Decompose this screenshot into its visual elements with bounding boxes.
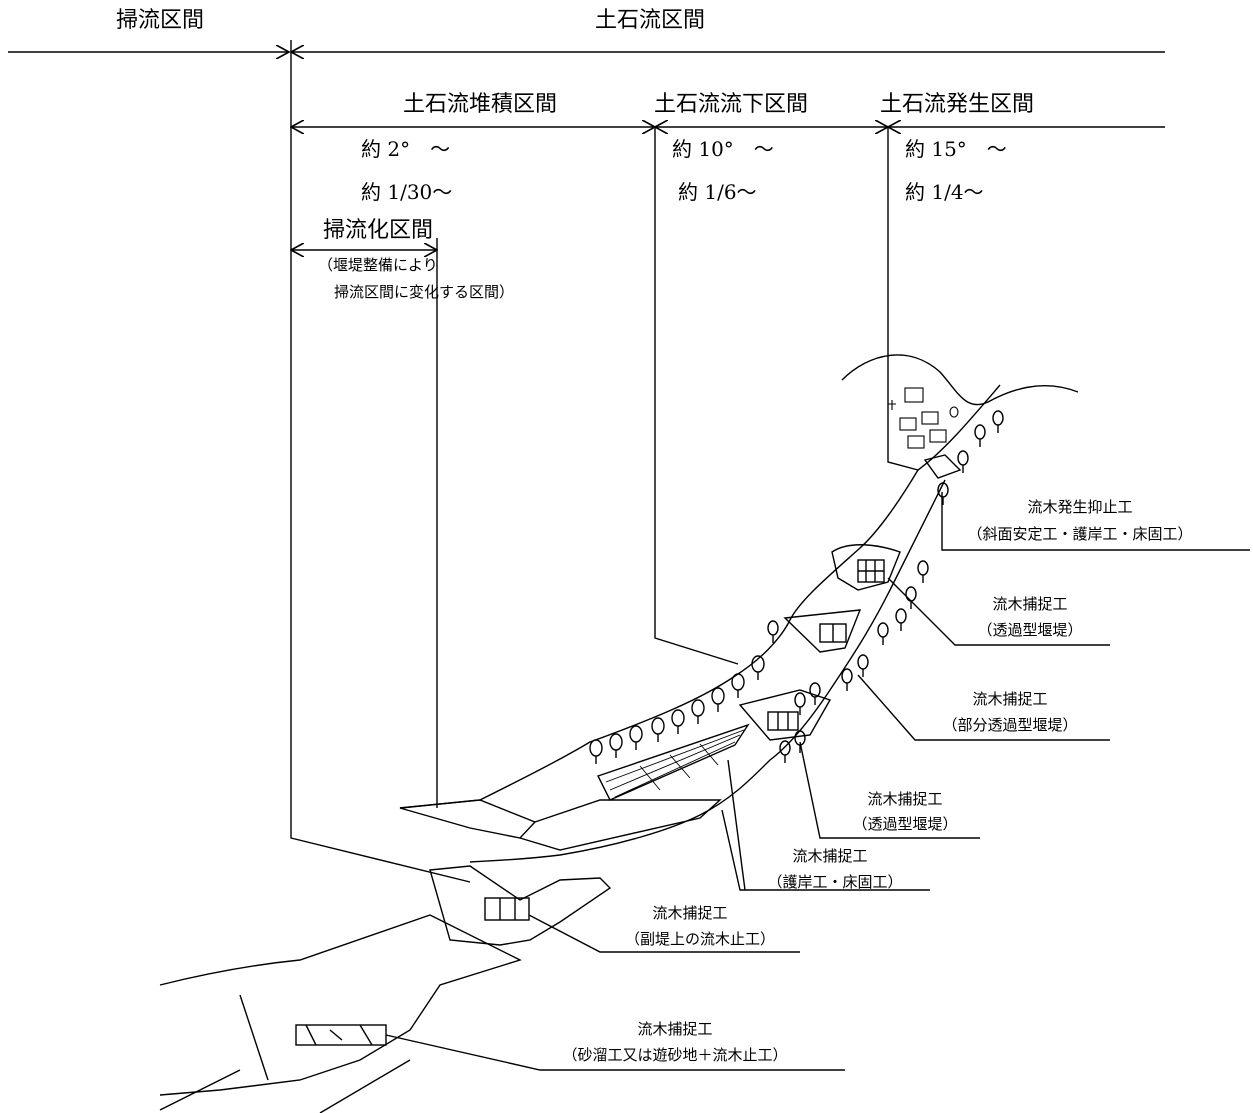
callout-5-title: 流木捕捉工 (792, 847, 868, 865)
trees (589, 410, 1004, 764)
sweep-zone-label: 掃流区間 (115, 8, 204, 33)
deposit-slope-deg: 約 2° ～ (361, 137, 451, 161)
forest-cluster (888, 387, 959, 449)
transport-zone-label: 土石流流下区間 (653, 92, 808, 117)
callout-leader-5 (721, 809, 930, 891)
transport-slope-deg: 約 10° ～ (672, 137, 774, 161)
callout-4-title: 流木捕捉工 (867, 790, 943, 808)
mountain-ridge (841, 354, 1079, 406)
callout-3-title: 流木捕捉工 (972, 690, 1048, 708)
callout-leader-7 (385, 1034, 845, 1071)
callout-5-sub: （護岸工・床固工） (767, 873, 903, 891)
callout-4-sub: （透過型堰堤） (852, 815, 958, 833)
partial-transparent-dam (738, 689, 832, 741)
debris-zone-label: 土石流区間 (594, 8, 705, 33)
callout-leader-1 (941, 492, 1250, 551)
boundary-line-transport (654, 127, 739, 665)
boundary-line-generation (887, 127, 919, 471)
callout-leader-3 (857, 674, 1110, 741)
callout-2-title: 流木捕捉工 (992, 595, 1068, 613)
callout-2-sub: （透過型堰堤） (977, 621, 1083, 639)
transparent-dam-upper (831, 544, 901, 591)
channel-left-bank (399, 469, 919, 809)
deposit-zone-label: 土石流堆積区間 (402, 92, 557, 117)
sweep-converted-note-2: 掃流区間に変化する区間） (334, 283, 515, 301)
transport-slope-ratio: 約 1/6～ (678, 180, 757, 204)
callout-7-title: 流木捕捉工 (637, 1020, 713, 1038)
channel-right-bank (469, 479, 946, 863)
deposit-area (597, 723, 750, 801)
middle-dam (399, 799, 537, 839)
callout-leader-6 (528, 914, 800, 953)
callout-6-title: 流木捕捉工 (652, 904, 728, 922)
transparent-dam-middle (783, 609, 862, 653)
generation-zone-label: 土石流発生区間 (879, 92, 1034, 117)
deposit-slope-ratio: 約 1/30～ (361, 180, 453, 204)
boundary-line-sweep (290, 40, 471, 883)
sand-pool (159, 914, 522, 1096)
callout-6-sub: （副堤上の流木止工） (624, 930, 775, 948)
callout-3-sub: （部分透過型堰堤） (942, 716, 1078, 734)
right-slope (917, 384, 1001, 471)
top-dam (923, 454, 962, 479)
callout-7-sub: （砂溜工又は遊砂地＋流木止工） (562, 1046, 788, 1064)
callout-leader-2 (887, 577, 1110, 646)
sweep-converted-note-1: （堰堤整備により (318, 256, 438, 274)
callout-1-title: 流木発生抑止工 (1027, 498, 1133, 516)
callout-1-sub: （斜面安定工・護岸工・床固工） (967, 525, 1193, 543)
generation-slope-ratio: 約 1/4～ (905, 180, 984, 204)
sweep-converted-label: 掃流化区間 (323, 218, 434, 243)
generation-slope-deg: 約 15° ～ (905, 137, 1007, 161)
callout-leader-4 (799, 741, 980, 839)
sub-dam (429, 865, 612, 946)
